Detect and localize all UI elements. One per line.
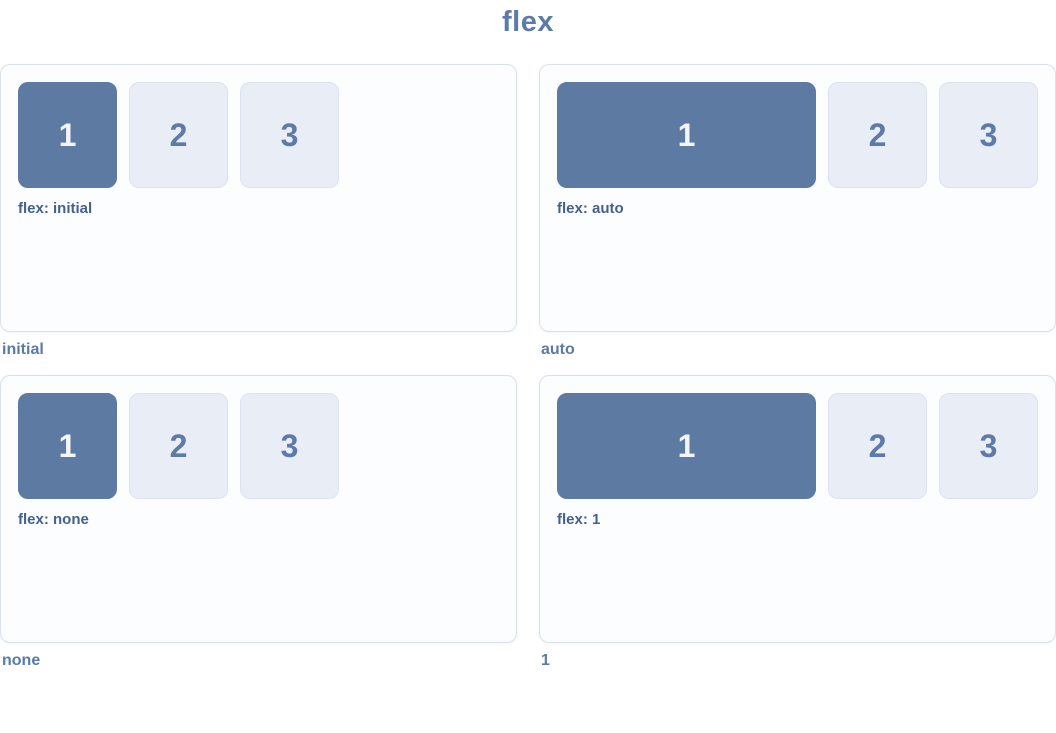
flex-item-3: 3 [939, 82, 1038, 188]
page-title: flex [502, 6, 554, 38]
flex-container: 1 2 3 [557, 82, 1038, 188]
flex-demo-panel-initial: 1 2 3 flex: initial [0, 64, 517, 332]
flex-value-label: flex: none [18, 511, 89, 528]
flex-item-1: 1 [557, 393, 816, 499]
flex-item-2: 2 [129, 82, 228, 188]
demo-cell-none: 1 2 3 flex: none none [0, 375, 517, 670]
flex-item-1: 1 [18, 82, 117, 188]
flex-demo-panel-none: 1 2 3 flex: none [0, 375, 517, 643]
flex-item-3: 3 [939, 393, 1038, 499]
flex-value-label: flex: initial [18, 200, 93, 217]
demo-caption: initial [2, 341, 44, 358]
demo-caption: auto [541, 341, 575, 358]
flex-item-2: 2 [828, 393, 927, 499]
flex-item-2: 2 [828, 82, 927, 188]
flex-item-3: 3 [240, 393, 339, 499]
flex-container: 1 2 3 [18, 393, 499, 499]
flex-item-3: 3 [240, 82, 339, 188]
demo-cell-1: 1 2 3 flex: 1 1 [539, 375, 1056, 670]
demo-caption: none [2, 652, 41, 669]
flex-item-2: 2 [129, 393, 228, 499]
demo-grid: 1 2 3 flex: initial initial 1 2 3 flex: … [0, 64, 1056, 670]
flex-demo-panel-1: 1 2 3 flex: 1 [539, 375, 1056, 643]
flex-demo-panel-auto: 1 2 3 flex: auto [539, 64, 1056, 332]
flex-item-1: 1 [557, 82, 816, 188]
flex-container: 1 2 3 [557, 393, 1038, 499]
demo-caption: 1 [541, 652, 550, 669]
flex-value-label: flex: 1 [557, 511, 601, 528]
flex-item-1: 1 [18, 393, 117, 499]
flex-container: 1 2 3 [18, 82, 499, 188]
demo-cell-auto: 1 2 3 flex: auto auto [539, 64, 1056, 359]
demo-cell-initial: 1 2 3 flex: initial initial [0, 64, 517, 359]
flex-value-label: flex: auto [557, 200, 624, 217]
